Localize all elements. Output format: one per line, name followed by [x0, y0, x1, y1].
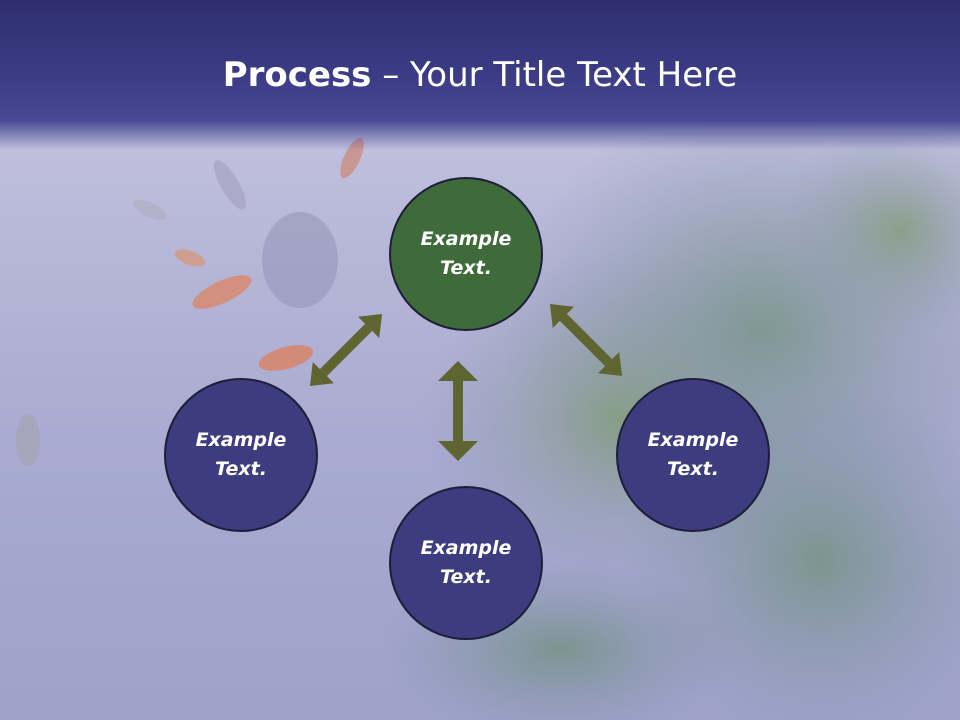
node-left-label: Example Text. — [195, 429, 287, 480]
process-node-top[interactable]: Example Text. — [389, 177, 543, 331]
slide-title: Process – Your Title Text Here — [0, 52, 960, 98]
node-bottom-label: Example Text. — [420, 537, 512, 588]
node-top-label: Example Text. — [420, 228, 512, 279]
node-right-label: Example Text. — [647, 429, 739, 480]
title-rest: – Your Title Text Here — [371, 55, 738, 95]
title-banner — [0, 0, 960, 150]
arrow-vertical — [438, 361, 478, 461]
process-node-bottom[interactable]: Example Text. — [389, 486, 543, 640]
arrow-top-right — [549, 303, 623, 377]
arrow-top-left — [309, 313, 383, 387]
title-bold: Process — [222, 55, 372, 95]
process-node-left[interactable]: Example Text. — [164, 378, 318, 532]
process-node-right[interactable]: Example Text. — [616, 378, 770, 532]
